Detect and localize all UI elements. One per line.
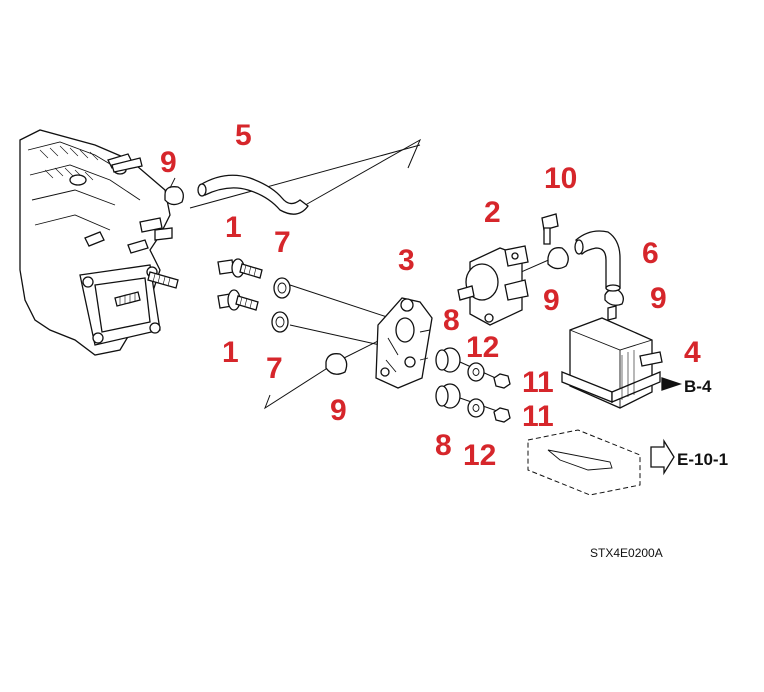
hose-6 [574, 230, 621, 292]
callout-12-lower: 12 [463, 439, 496, 472]
callout-3: 3 [398, 244, 415, 277]
nut-11-lower [493, 407, 511, 423]
reference-b4: B-4 [684, 377, 712, 396]
arrow-b4-icon [661, 377, 683, 391]
callout-10: 10 [544, 162, 577, 195]
bolt-1-upper [217, 258, 263, 279]
callout-12-upper: 12 [466, 331, 499, 364]
canister-4 [561, 305, 663, 409]
callout-9-far-right: 9 [650, 282, 667, 315]
callout-7-lower: 7 [266, 352, 283, 385]
callout-9-lower: 9 [330, 394, 347, 427]
callout-9-right: 9 [543, 284, 560, 317]
callout-5: 5 [235, 119, 252, 152]
bolt-1-lower [217, 289, 259, 311]
callout-8-lower: 8 [435, 429, 452, 462]
callout-9-top: 9 [160, 146, 177, 179]
clamp-9-far-right [604, 288, 624, 306]
callout-11-upper: 11 [522, 366, 554, 399]
hose-5 [197, 174, 309, 215]
clamp-9-lower [325, 353, 348, 375]
washer-12-lower [467, 398, 485, 418]
grommet-7-upper [273, 277, 291, 299]
callout-7-upper: 7 [274, 226, 291, 259]
clamp-9-top [164, 177, 184, 206]
reference-panel-e10 [527, 429, 675, 496]
washer-12-upper [467, 362, 485, 382]
mount-8-lower [435, 383, 461, 409]
callout-2: 2 [484, 196, 501, 229]
callout-1-lower: 1 [222, 336, 239, 369]
nut-11-upper [493, 373, 511, 389]
bracket-3 [375, 297, 433, 389]
clamp-9-right [547, 247, 569, 270]
mount-8-upper [435, 347, 461, 373]
callout-8-upper: 8 [443, 304, 460, 337]
callout-6: 6 [642, 237, 659, 270]
diagram-code: STX4E0200A [590, 546, 663, 560]
intake-manifold [19, 129, 179, 356]
reference-e10-1: E-10-1 [677, 450, 728, 469]
bolt-10 [541, 213, 559, 245]
callout-1-upper: 1 [225, 211, 242, 244]
callout-11-lower: 11 [522, 400, 554, 433]
grommet-7-lower [271, 311, 289, 333]
solenoid-valve-2 [457, 245, 529, 326]
callout-4: 4 [684, 336, 701, 369]
